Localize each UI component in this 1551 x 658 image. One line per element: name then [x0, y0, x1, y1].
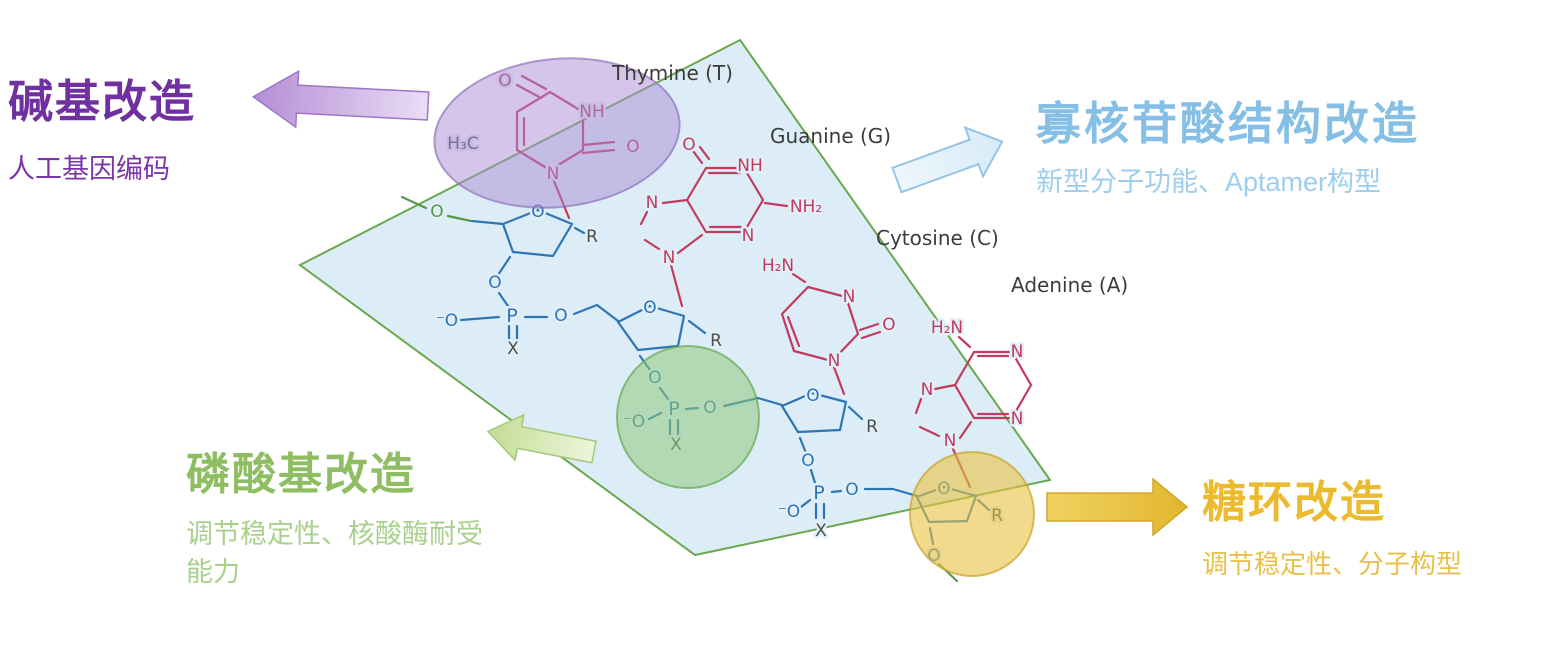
phosphate1-x-label: X	[507, 339, 519, 359]
thymine-name-label: Thymine (T)	[611, 61, 733, 85]
callout-sugar-ring-modification: 糖环改造 调节稳定性、分子构型	[1202, 478, 1463, 583]
phosphate1-o-minus-label: ⁻O	[436, 311, 458, 331]
phosphate-arrow	[486, 413, 597, 464]
phosphate3-o-bridge-label: O	[845, 480, 858, 500]
guanine-structure	[639, 145, 789, 308]
adenine-h2n-label: H₂N	[931, 318, 963, 338]
sugar-arrow	[1046, 477, 1189, 537]
phosphate3-o-top-label: O	[801, 451, 814, 471]
base-highlight-ellipse	[433, 57, 681, 209]
guanine-o-label: O	[682, 135, 695, 155]
adenine-n7-label: N	[921, 380, 934, 400]
base-modification-title: 碱基改造	[8, 76, 197, 127]
sugar2-r-label: R	[710, 331, 722, 351]
phosphate3-p-label: P	[813, 482, 824, 504]
sugar2-o-label: O	[643, 298, 656, 318]
adenine-n3-label: N	[1011, 409, 1024, 429]
guanine-nh-label: NH	[737, 156, 763, 176]
base-modification-subtitle: 人工基因编码	[8, 154, 170, 185]
oligo-modification-title: 寡核苷酸结构改造	[1036, 98, 1421, 149]
cytosine-n1-label: N	[828, 351, 841, 371]
oligo-modification-subtitle: 新型分子功能、Aptamer构型	[1036, 167, 1382, 198]
sugar3-r-label: R	[866, 417, 878, 437]
sugar1-r-label: R	[586, 227, 598, 247]
base-name-labels: Thymine (T) Guanine (G) Cytosine (C) Ade…	[611, 61, 1128, 297]
callout-phosphate-modification: 磷酸基改造 调节稳定性、核酸酶耐受能力	[186, 450, 484, 592]
phosphate1-o-bridge-label: O	[554, 306, 567, 326]
guanine-nh2-label: NH₂	[790, 197, 822, 217]
arrows	[251, 69, 1189, 537]
oligo-arrow	[891, 125, 1004, 194]
guanine-n7-label: N	[646, 193, 659, 213]
cytosine-n3-label: N	[843, 287, 856, 307]
methoxy-o-label: O	[430, 202, 443, 222]
dna-plane-panel	[298, 38, 1052, 557]
cytosine-h2n-label: H₂N	[762, 256, 794, 276]
guanine-n3-label: N	[742, 226, 755, 246]
phosphate3-o-minus-label: ⁻O	[778, 502, 800, 522]
phosphate-modification-title: 磷酸基改造	[186, 450, 416, 499]
guanine-name-label: Guanine (G)	[770, 124, 891, 148]
phosphate-modification-subtitle: 调节稳定性、核酸酶耐受能力	[186, 519, 483, 587]
adenine-n1-label: N	[1011, 342, 1024, 362]
sugar-modification-title: 糖环改造	[1202, 478, 1386, 527]
adenine-n9-label: N	[944, 431, 957, 451]
cytosine-o-label: O	[882, 315, 895, 335]
base-arrow	[251, 69, 430, 129]
callout-base-modification: 碱基改造 人工基因编码	[8, 78, 196, 189]
adenine-name-label: Adenine (A)	[1011, 273, 1128, 297]
callout-oligo-structure-modification: 寡核苷酸结构改造 新型分子功能、Aptamer构型	[1036, 100, 1420, 202]
phosphate-highlight-circle	[616, 345, 760, 489]
phosphate1-p-label: P	[506, 305, 517, 327]
sugar-highlight-circle	[909, 451, 1035, 577]
phosphate1-o-top-label: O	[488, 273, 501, 293]
phosphate3-x-label: X	[815, 521, 827, 541]
sugar-modification-subtitle: 调节稳定性、分子构型	[1202, 549, 1463, 580]
cytosine-name-label: Cytosine (C)	[876, 226, 999, 250]
highlights	[433, 57, 1035, 577]
guanine-n9-label: N	[663, 248, 676, 268]
sugar3-o-label: O	[806, 386, 819, 406]
cytosine-structure	[780, 272, 882, 396]
